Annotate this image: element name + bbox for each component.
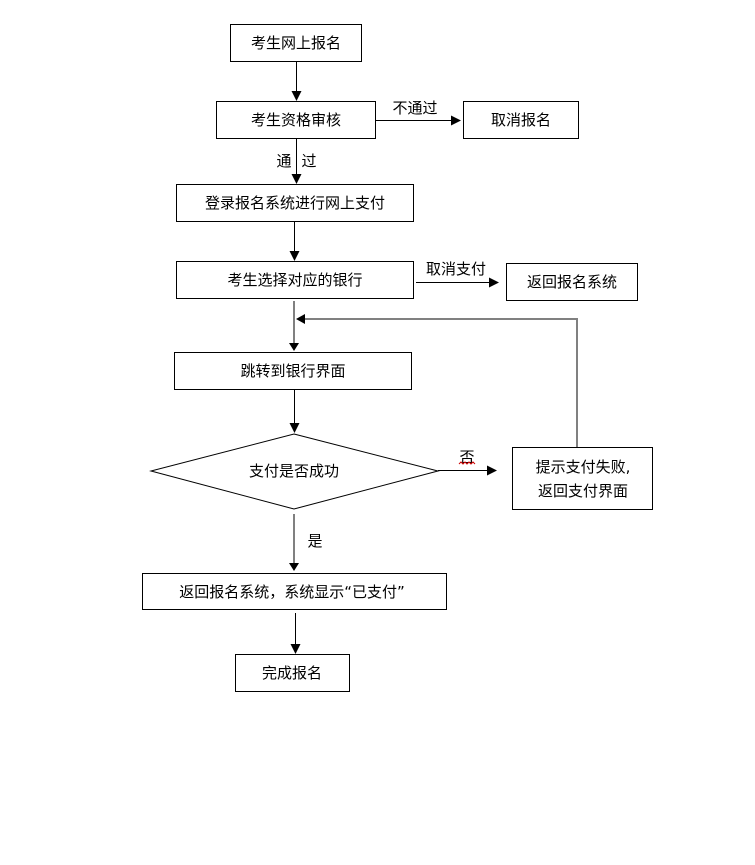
edge-label-yes: 是 — [307, 532, 322, 550]
node-return-system: 返回报名系统 — [506, 263, 638, 301]
node-pay-fail-label-line2: 返回支付界面 — [538, 482, 628, 500]
loop-back-line — [302, 318, 578, 448]
spellcheck-underline — [458, 461, 476, 465]
decision-pay-success-label: 支付是否成功 — [249, 462, 339, 480]
edge-label-not-pass: 不通过 — [392, 99, 437, 117]
node-cancel-register: 取消报名 — [463, 101, 579, 139]
node-login-pay: 登录报名系统进行网上支付 — [176, 184, 414, 222]
node-jump-bank: 跳转到银行界面 — [174, 352, 412, 390]
arrowhead-yes — [289, 563, 299, 571]
node-show-paid-label: 返回报名系统，系统显示“已支付” — [179, 583, 405, 601]
node-pay-fail-label-line1: 提示支付失败, — [536, 458, 631, 476]
node-cancel-register-label: 取消报名 — [491, 111, 551, 129]
arrowhead-loop-back — [296, 314, 305, 324]
arrowhead-jump — [289, 343, 299, 351]
node-login-pay-label: 登录报名系统进行网上支付 — [205, 194, 385, 212]
edge-label-pass-2: 过 — [301, 152, 316, 170]
node-online-register: 考生网上报名 — [230, 24, 362, 62]
node-qualification-review: 考生资格审核 — [216, 101, 376, 139]
edge-label-no: 否 — [459, 448, 474, 466]
node-qualification-review-label: 考生资格审核 — [251, 111, 341, 129]
edge-label-cancel-pay: 取消支付 — [426, 260, 486, 278]
decision-pay-success: 支付是否成功 — [149, 433, 440, 510]
node-online-register-label: 考生网上报名 — [251, 34, 341, 52]
node-return-system-label: 返回报名系统 — [527, 273, 617, 291]
node-select-bank-label: 考生选择对应的银行 — [227, 271, 362, 289]
edge-label-pass-1: 通 — [276, 152, 291, 170]
node-complete-label: 完成报名 — [262, 664, 322, 682]
node-select-bank: 考生选择对应的银行 — [176, 261, 414, 299]
node-complete: 完成报名 — [235, 654, 350, 692]
node-pay-fail: 提示支付失败, 返回支付界面 — [512, 447, 653, 510]
node-show-paid: 返回报名系统，系统显示“已支付” — [142, 573, 447, 610]
node-jump-bank-label: 跳转到银行界面 — [240, 362, 345, 380]
